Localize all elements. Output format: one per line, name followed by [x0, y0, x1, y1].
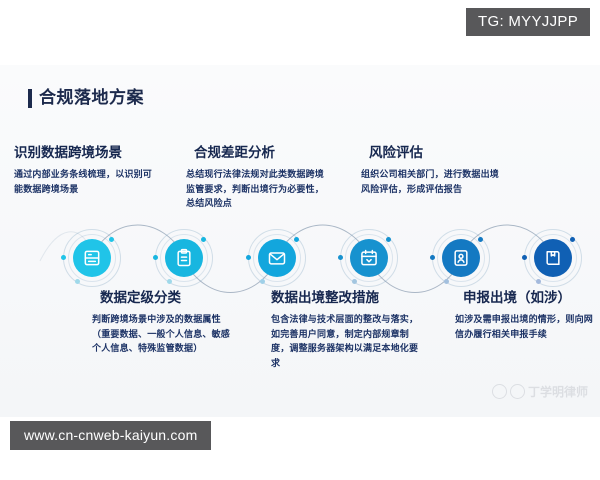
node-orbit-dot — [338, 255, 343, 260]
node-orbit-dot — [109, 237, 114, 242]
step-text-4: 数据出境整改措施 包含法律与技术层面的整改与落实，如完善用户同意，制定内部规章制… — [271, 290, 421, 372]
step-node-3[interactable] — [246, 229, 306, 287]
node-orbit-dot — [201, 237, 206, 242]
title-accent-bar — [28, 89, 32, 108]
clipboard-icon — [165, 239, 203, 277]
step-description: 如涉及需申报出境的情形，则向网信办履行相关申报手续 — [455, 315, 594, 340]
step-description: 组织公司相关部门，进行数据出境风险评估，形成评估报告 — [361, 170, 500, 195]
step-text-5: 风险评估 组织公司相关部门，进行数据出境风险评估，形成评估报告 — [361, 145, 501, 197]
step-text-1: 识别数据跨境场景 通过内部业务条线梳理，以识别可能数据跨境场景 — [14, 145, 154, 197]
step-description: 总结现行法律法规对此类数据跨境监管要求，判断出境行为必要性，总结风险点 — [186, 170, 325, 210]
step-heading: 风险评估 — [369, 145, 423, 161]
node-orbit-dot — [75, 279, 80, 284]
step-heading: 数据出境整改措施 — [271, 290, 379, 306]
node-orbit-dot — [522, 255, 527, 260]
node-ring-middle — [437, 234, 485, 282]
node-orbit-dot — [536, 279, 541, 284]
book-icon — [534, 239, 572, 277]
node-ring-middle — [253, 234, 301, 282]
at-sign-icon — [509, 384, 525, 399]
node-orbit-dot — [246, 255, 251, 260]
node-orbit-dot — [570, 237, 575, 242]
step-node-5[interactable] — [430, 229, 490, 287]
node-orbit-dot — [352, 279, 357, 284]
contact-card-icon — [442, 239, 480, 277]
step-description: 通过内部业务条线梳理，以识别可能数据跨境场景 — [14, 170, 153, 195]
step-text-3: 合规差距分析 总结现行法律法规对此类数据跨境监管要求，判断出境行为必要性，总结风… — [186, 145, 326, 212]
step-description: 包含法律与技术层面的整改与落实，如完善用户同意，制定内部规章制度，调整服务器架构… — [271, 315, 419, 369]
node-ring-middle — [529, 234, 577, 282]
document-list-icon — [73, 239, 111, 277]
watermark-label: 丁学明律师 — [527, 384, 588, 399]
step-heading: 合规差距分析 — [194, 145, 275, 161]
step-node-4[interactable] — [338, 229, 398, 287]
node-ring-middle — [160, 234, 208, 282]
step-heading: 申报出境（如涉） — [463, 290, 571, 306]
step-heading: 数据定级分类 — [100, 290, 181, 306]
calendar-icon — [350, 239, 388, 277]
node-orbit-dot — [61, 255, 66, 260]
node-ring-middle — [345, 234, 393, 282]
node-orbit-dot — [167, 279, 172, 284]
node-orbit-dot — [386, 237, 391, 242]
infographic-card: 合规落地方案 — [0, 65, 600, 417]
step-node-6[interactable] — [522, 229, 582, 287]
node-ring-middle — [68, 234, 116, 282]
node-orbit-dot — [478, 237, 483, 242]
step-node-2[interactable] — [153, 229, 213, 287]
node-orbit-dot — [153, 255, 158, 260]
step-heading: 识别数据跨境场景 — [14, 145, 122, 161]
node-orbit-dot — [260, 279, 265, 284]
node-orbit-dot — [294, 237, 299, 242]
step-description: 判断跨境场景中涉及的数据属性（重要数据、一般个人信息、敏感个人信息、特殊监管数据… — [92, 315, 231, 355]
telegram-handle-badge: TG: MYYJJPP — [466, 8, 590, 36]
envelope-icon — [258, 239, 296, 277]
watermark: 丁学明律师 — [491, 384, 588, 399]
node-orbit-dot — [430, 255, 435, 260]
site-url-badge: www.cn-cnweb-kaiyun.com — [10, 421, 212, 450]
page-title: 合规落地方案 — [39, 88, 144, 108]
step-node-1[interactable] — [61, 229, 121, 287]
step-text-2: 数据定级分类 判断跨境场景中涉及的数据属性（重要数据、一般个人信息、敏感个人信息… — [92, 290, 232, 357]
node-orbit-dot — [444, 279, 449, 284]
card-title-group: 合规落地方案 — [28, 89, 144, 108]
baidu-logo-icon — [491, 384, 507, 399]
step-text-6: 申报出境（如涉） 如涉及需申报出境的情形，则向网信办履行相关申报手续 — [455, 290, 595, 342]
